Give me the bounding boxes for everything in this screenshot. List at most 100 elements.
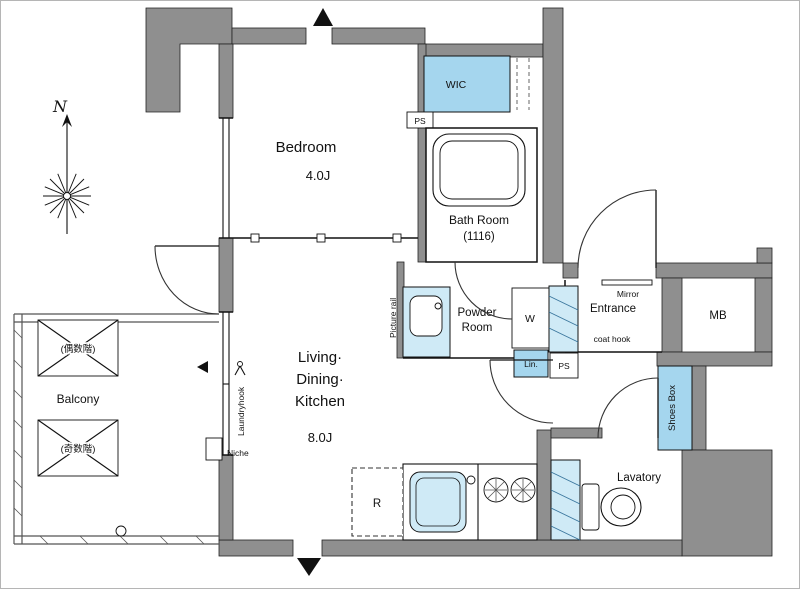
niche-label: Niche — [227, 448, 249, 458]
wall-wic-top — [419, 43, 544, 58]
wall-mb-right — [754, 277, 773, 353]
toilet-tank — [581, 483, 600, 531]
partition-panel — [316, 233, 326, 243]
partition-panel — [250, 233, 260, 243]
niche-box — [205, 437, 223, 461]
balcony: (偶数階) (奇数階) Balcony — [13, 313, 219, 545]
ldk-label-3: Kitchen — [295, 393, 345, 410]
bedroom-label: Bedroom — [276, 139, 337, 156]
powder-room-label-2: Room — [462, 322, 493, 334]
vent-triangle-top — [313, 8, 333, 26]
wall-right-upper — [542, 7, 564, 264]
stove-burner — [510, 477, 536, 503]
wall-top-2 — [331, 27, 426, 45]
entrance-mirror — [601, 279, 653, 286]
bath-door-swing — [454, 261, 513, 320]
hall-door-panel — [548, 285, 579, 353]
wall-mb-bottom — [656, 351, 773, 367]
wall-left-mid — [218, 237, 234, 313]
wall-kitchen-lavatory — [536, 429, 552, 541]
compass-center — [63, 192, 71, 200]
linen-cabinet — [513, 349, 549, 378]
refrigerator-space — [351, 467, 404, 537]
mb-label: MB — [709, 310, 727, 322]
bath-room-size: (1116) — [463, 231, 495, 243]
wall-top-1 — [231, 27, 307, 45]
bath-room-label: Bath Room — [449, 213, 509, 227]
vent-symbols — [297, 8, 333, 576]
entrance-door-swing — [577, 189, 657, 269]
shoes-box-label: Shoes Box — [667, 385, 678, 431]
bedroom-size: 4.0J — [306, 168, 331, 183]
wic-label: WIC — [446, 79, 467, 91]
mirror-label: Mirror — [617, 289, 639, 299]
wic-closet — [423, 55, 511, 113]
bedroom-door-swing — [154, 245, 220, 315]
wall-entrance-right — [655, 262, 773, 279]
structural-walls — [145, 7, 773, 557]
wall-bottom-2 — [321, 539, 683, 557]
bathtub-inner — [439, 140, 519, 200]
wall-entrance-left — [562, 262, 579, 279]
kitchen-sink-inner — [415, 477, 461, 527]
picture-rail-label: Picture rail — [388, 298, 398, 338]
kitchen-faucet — [466, 475, 476, 485]
entrance: Mirror Entrance coat hook MB Shoes Box — [590, 279, 727, 451]
partition-panel — [392, 233, 402, 243]
balcony-label: Balcony — [57, 392, 100, 406]
entrance-label: Entrance — [590, 303, 636, 315]
kitchen: R — [351, 463, 538, 541]
compass: N — [43, 97, 91, 234]
wall-bottom-1 — [218, 539, 294, 557]
direction-marker — [197, 361, 208, 373]
powder-door-swing — [489, 359, 554, 424]
room-labels: Bedroom 4.0J Living· Dining· Kitchen 8.0… — [205, 139, 398, 461]
doors — [154, 189, 659, 439]
lavatory-label: Lavatory — [617, 472, 661, 484]
bath-room: Bath Room (1116) — [425, 127, 538, 263]
toilet-cistern-panel — [550, 459, 581, 541]
ldk-size: 8.0J — [308, 430, 333, 445]
washer-pan — [511, 287, 550, 349]
shoes-box — [657, 365, 693, 451]
balcony-drain — [115, 525, 127, 537]
pipe-space-upper-box — [406, 111, 434, 129]
wall-right-shoes — [691, 365, 707, 451]
laundry-hook-label: Laundryhook — [236, 386, 246, 436]
kitchen-sink — [409, 471, 467, 533]
pipe-space-hall-label: PS — [558, 361, 570, 371]
balcony-even-floor-box-diagonal — [37, 319, 119, 377]
wall-left-upper — [218, 43, 234, 119]
balcony-even-floor-label: (偶数階) — [61, 343, 96, 355]
vanity-faucet — [434, 302, 442, 310]
washer-label: W — [525, 313, 535, 325]
refrigerator-label: R — [373, 498, 381, 510]
balcony-odd-floor-box-diagonal — [37, 419, 119, 477]
windows — [219, 117, 233, 456]
bath-room-walls — [425, 127, 538, 263]
balcony-edge-hatching — [13, 329, 205, 545]
wic: WIC PS — [406, 55, 530, 129]
vent-triangle-bottom — [297, 558, 321, 576]
toilet-bowl-inner — [610, 494, 636, 520]
wall-left-lower — [218, 454, 234, 541]
laundry-hook-icon — [234, 361, 246, 376]
north-arrow-head — [62, 114, 72, 127]
stove-burner — [483, 477, 509, 503]
powder-room: Powder Room W Lin. PS — [402, 285, 579, 379]
pipe-space-upper-label: PS — [414, 116, 426, 126]
lavatory: Lavatory — [550, 459, 661, 541]
powder-room-label-1: Powder — [458, 307, 497, 319]
wall-lavatory-top — [550, 427, 603, 439]
wall-stub-top-right — [756, 247, 773, 264]
ldk-label-1: Living· — [298, 349, 342, 366]
pipe-space-hall-box — [549, 352, 579, 379]
ldk-label-2: Dining· — [296, 371, 344, 388]
balcony-odd-floor-label: (奇数階) — [61, 443, 96, 455]
wall-mb-left — [661, 277, 683, 353]
vanity-sink — [409, 295, 443, 337]
wall-bottom-right-block — [681, 449, 773, 557]
coat-hook-label: coat hook — [594, 334, 632, 344]
